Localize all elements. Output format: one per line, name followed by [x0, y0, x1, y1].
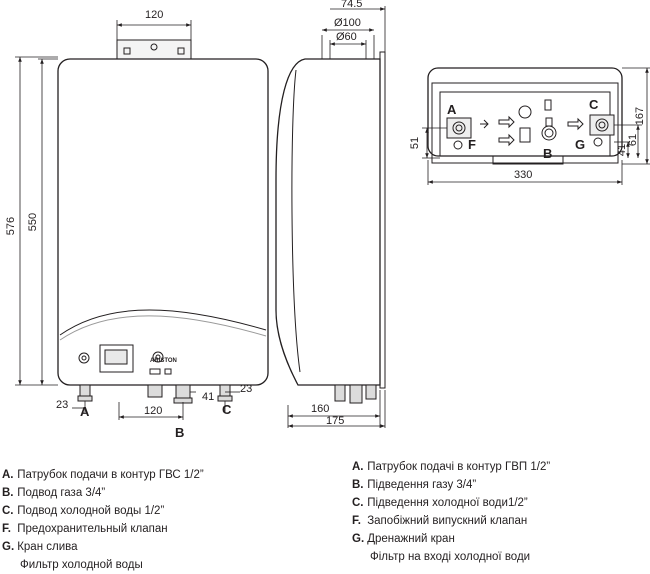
knob-left: [78, 352, 90, 364]
dim-overall-height: 576: [5, 217, 17, 235]
dim-left-offset: 23: [56, 399, 68, 411]
legend-item: G. Дренажний кран: [352, 533, 455, 545]
dim-top-bracket: 120: [145, 9, 163, 21]
dim-flue-outer: Ø100: [334, 17, 361, 29]
label-g-bottom: G: [575, 137, 585, 152]
dim-bottom-height: 167: [634, 107, 646, 125]
legend-item: C. Підведення холодної води1/2”: [352, 497, 528, 509]
label-b-front: B: [175, 425, 184, 440]
legend-item: A. Патрубок подачи в контур ГВС 1/2”: [2, 469, 204, 481]
dim-side-total: 175: [326, 415, 344, 427]
dim-pipe-spacing: 120: [144, 405, 162, 417]
legend-ukrainian: A. Патрубок подачі в контур ГВП 1/2” B. …: [352, 458, 550, 566]
dim-flue-inner: Ø60: [336, 31, 357, 43]
legend-item: B. Підведення газу 3/4”: [352, 479, 477, 491]
legend-note: Фильтр холодной воды: [20, 559, 143, 571]
legend-note: Фільтр на вході холодної води: [370, 551, 531, 563]
connection-c: [595, 118, 609, 132]
dim-bottom-41: 41: [616, 144, 628, 156]
bottom-view: [427, 67, 623, 165]
legend-item: F. Предохранительный клапан: [2, 523, 168, 535]
connection-a: [452, 121, 466, 135]
knob-right: [152, 351, 164, 363]
bottom-dimensions: [422, 67, 650, 185]
label-b-bottom: B: [543, 146, 552, 161]
legend-item: G. Кран слива: [2, 541, 78, 553]
boiler-front-body: [57, 58, 269, 386]
dim-side-depth: 160: [311, 403, 329, 415]
label-a-bottom: A: [447, 102, 457, 117]
label-f-bottom: F: [468, 137, 476, 152]
boiler-bottom-body: [427, 67, 623, 157]
legend-item: B. Подвод газа 3/4”: [2, 487, 106, 499]
front-dimensions: [15, 20, 240, 420]
label-c-bottom: C: [589, 97, 599, 112]
front-cover-curve: [59, 309, 267, 336]
side-dimensions: [287, 6, 386, 428]
legend-item: F. Запобіжний випускний клапан: [352, 515, 528, 527]
legend-russian: A. Патрубок подачи в контур ГВС 1/2” B. …: [2, 466, 204, 574]
dim-depth-top: 74.5: [341, 0, 362, 10]
legend-item: C. Подвод холодной воды 1/2”: [2, 505, 165, 517]
front-view: [57, 39, 269, 404]
dim-right-offset: 23: [240, 383, 252, 395]
dim-bottom-pipe: 51: [409, 137, 421, 149]
dim-gas-offset: 41: [202, 391, 214, 403]
label-a-front: A: [80, 404, 90, 419]
side-view: [275, 51, 386, 404]
dim-body-height: 550: [27, 213, 39, 231]
connection-g: [593, 137, 603, 147]
dim-bottom-width: 330: [514, 169, 532, 181]
label-c-front: C: [222, 402, 232, 417]
boiler-side-body: [275, 58, 381, 386]
connection-f: [453, 140, 463, 150]
dim-bottom-61: 61: [627, 134, 639, 146]
legend-item: A. Патрубок подачі в контур ГВП 1/2”: [352, 461, 551, 473]
brand-logo-text: ARISTON: [150, 358, 177, 364]
